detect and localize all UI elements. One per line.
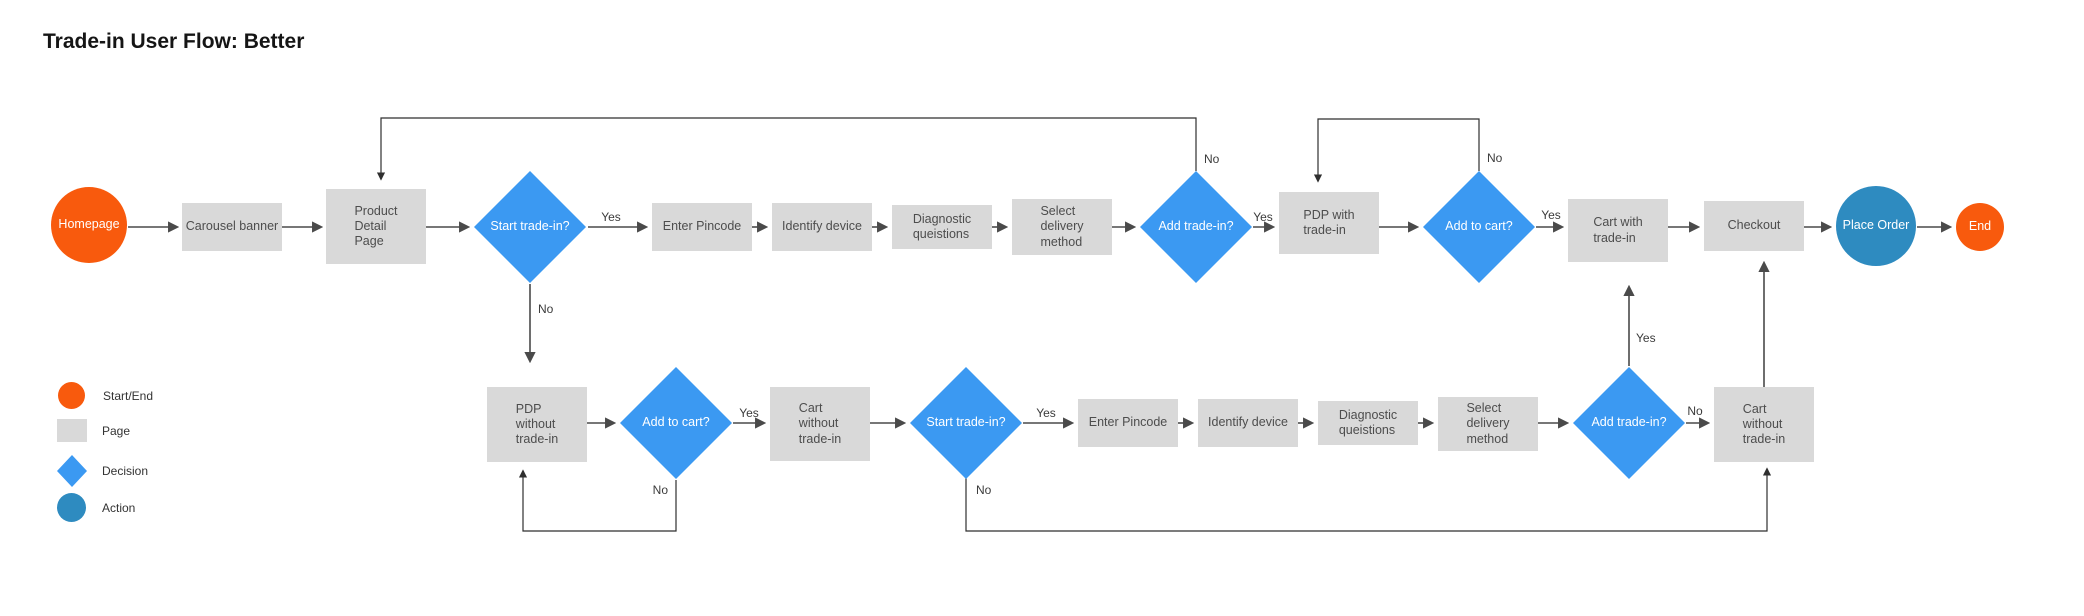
- node-label: Diagnostic queistions: [1338, 407, 1398, 437]
- page-rect-icon: [57, 419, 87, 442]
- node-label: Carousel banner: [185, 219, 279, 234]
- edge-label-yes-start-bottom: Yes: [1036, 406, 1056, 420]
- node-label: Add to cart?: [1445, 219, 1513, 234]
- edge-label-no-addtradein-bottom: No: [1687, 404, 1703, 418]
- node-label: Diagnostic queistions: [912, 211, 972, 241]
- node-identify-device-top[interactable]: Identify device: [772, 203, 872, 251]
- decision-add-to-cart-bottom[interactable]: Add to cart?: [620, 367, 732, 479]
- decision-start-trade-in-top[interactable]: Start trade-in?: [474, 171, 586, 283]
- node-label: Place Order: [1842, 218, 1910, 233]
- node-label: Select delivery method: [1040, 204, 1084, 249]
- node-checkout[interactable]: Checkout: [1704, 201, 1804, 251]
- node-label: Select delivery method: [1466, 401, 1510, 446]
- legend-label: Start/End: [103, 388, 154, 403]
- legend-label: Action: [102, 500, 136, 515]
- legend-item-action[interactable]: Action: [57, 493, 135, 522]
- node-label: Product Detail Page: [354, 203, 398, 249]
- node-product-detail-page[interactable]: Product Detail Page: [326, 189, 426, 264]
- action-circle-icon: [57, 493, 86, 522]
- node-label: Add trade-in?: [1591, 415, 1667, 430]
- loop-addtocart-no-to-pdpwithout: [518, 469, 677, 532]
- node-place-order[interactable]: Place Order: [1836, 186, 1916, 266]
- node-end[interactable]: End: [1956, 203, 2004, 251]
- node-carousel-banner[interactable]: Carousel banner: [182, 203, 282, 251]
- node-label: Homepage: [58, 217, 120, 232]
- node-pdp-with-trade-in[interactable]: PDP with trade-in: [1279, 192, 1379, 254]
- diagram-title: Trade-in User Flow: Better: [43, 30, 305, 53]
- edge-label-no-start-bottom: No: [976, 483, 992, 497]
- node-label: End: [1968, 219, 1992, 234]
- loop-addtradein-no-to-pdp: [376, 117, 1197, 181]
- legend-label: Decision: [102, 464, 149, 478]
- node-cart-without-trade-in-left[interactable]: Cart without trade-in: [770, 387, 870, 461]
- legend-label: Page: [102, 423, 131, 438]
- node-label: Start trade-in?: [926, 415, 1006, 430]
- node-enter-pincode-bottom[interactable]: Enter Pincode: [1078, 399, 1178, 447]
- edge-label-no-start-top: No: [538, 302, 554, 316]
- decision-add-to-cart-top[interactable]: Add to cart?: [1423, 171, 1535, 283]
- edge-label-yes-addtocart-top: Yes: [1541, 208, 1561, 222]
- edge-label-yes-addtocart-bottom: Yes: [739, 406, 759, 420]
- decision-add-trade-in-bottom[interactable]: Add trade-in?: [1573, 367, 1685, 479]
- node-cart-with-trade-in[interactable]: Cart with trade-in: [1568, 199, 1668, 262]
- node-diagnostic-questions-bottom[interactable]: Diagnostic queistions: [1318, 401, 1418, 445]
- node-label: Add to cart?: [642, 415, 710, 430]
- edge-label-yes-start-top: Yes: [601, 210, 621, 224]
- node-label: Add trade-in?: [1158, 219, 1234, 234]
- decision-diamond-icon: [57, 455, 87, 487]
- loop-starttradein-no-to-cartwithout2: [965, 467, 1772, 532]
- node-label: PDP with trade-in: [1303, 207, 1355, 237]
- node-label: Checkout: [1727, 218, 1781, 233]
- node-label: Enter Pincode: [1088, 415, 1168, 430]
- edge-label-no-addtradein-top: No: [1204, 152, 1220, 166]
- decision-add-trade-in-top[interactable]: Add trade-in?: [1140, 171, 1252, 283]
- node-label: Identify device: [1208, 415, 1288, 430]
- node-label: Enter Pincode: [662, 219, 742, 234]
- loop-addtocart-no-to-pdpwith: [1313, 118, 1480, 183]
- node-label: Identify device: [782, 219, 862, 234]
- start-end-circle-icon: [58, 382, 85, 409]
- legend-item-decision[interactable]: Decision: [57, 455, 148, 487]
- edge-label-yes-addtradein-top: Yes: [1253, 210, 1273, 224]
- edge-label-no-addtocart-bottom: No: [653, 483, 669, 497]
- node-homepage[interactable]: Homepage: [51, 187, 127, 263]
- node-label: Start trade-in?: [490, 219, 570, 234]
- node-cart-without-trade-in-right[interactable]: Cart without trade-in: [1714, 387, 1814, 462]
- legend-item-start-end[interactable]: Start/End: [58, 382, 153, 409]
- node-diagnostic-questions-top[interactable]: Diagnostic queistions: [892, 205, 992, 249]
- node-enter-pincode-top[interactable]: Enter Pincode: [652, 203, 752, 251]
- node-select-delivery-method-bottom[interactable]: Select delivery method: [1438, 397, 1538, 451]
- node-label: PDP without trade-in: [515, 401, 559, 447]
- decision-start-trade-in-bottom[interactable]: Start trade-in?: [910, 367, 1022, 479]
- node-select-delivery-method-top[interactable]: Select delivery method: [1012, 199, 1112, 255]
- legend-item-page[interactable]: Page: [57, 419, 130, 442]
- node-identify-device-bottom[interactable]: Identify device: [1198, 399, 1298, 447]
- node-label: Cart without trade-in: [1742, 401, 1786, 447]
- node-label: Cart with trade-in: [1593, 215, 1643, 245]
- node-label: Cart without trade-in: [798, 401, 842, 446]
- edge-label-no-addtocart-top: No: [1487, 151, 1503, 165]
- edge-label-yes-addtradein-bottom-up: Yes: [1636, 331, 1656, 345]
- node-pdp-without-trade-in[interactable]: PDP without trade-in: [487, 387, 587, 462]
